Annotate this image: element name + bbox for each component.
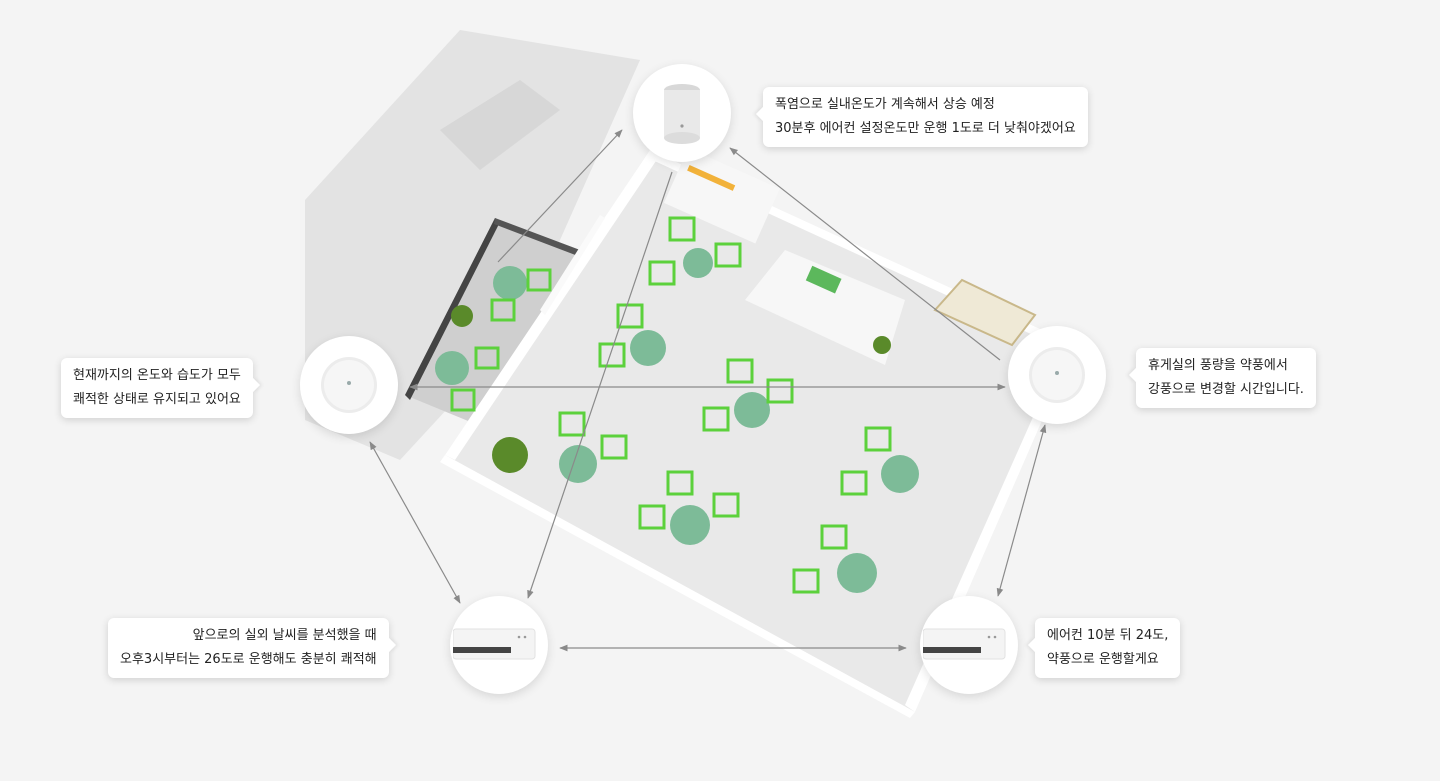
message-line: 폭염으로 실내온도가 계속해서 상승 예정 [775, 97, 995, 112]
message-line: 앞으로의 실외 날씨를 분석했을 때 [192, 628, 377, 643]
message-bubble-left: 현재까지의 온도와 습도가 모두 쾌적한 상태로 유지되고 있어요 [61, 358, 253, 418]
wall-ac-right-node[interactable] [920, 596, 1018, 694]
message-bubble-top: 폭염으로 실내온도가 계속해서 상승 예정 30분후 에어컨 설정온도만 운행 … [763, 87, 1088, 147]
message-bubble-bottom-left: 앞으로의 실외 날씨를 분석했을 때 오후3시부터는 26도로 운행해도 충분히… [108, 618, 389, 678]
message-line: 휴게실의 풍량을 약풍에서 [1148, 358, 1288, 373]
ceiling-sensor-right-node[interactable] [1008, 326, 1106, 424]
connector-lines [369, 129, 1047, 652]
message-line: 에어컨 10분 뒤 24도, [1047, 628, 1169, 643]
wall-air-conditioner-icon [453, 628, 536, 660]
wall-air-conditioner-icon [923, 628, 1006, 660]
air-purifier-icon [664, 84, 700, 144]
message-line: 현재까지의 온도와 습도가 모두 [73, 368, 241, 383]
plants [451, 305, 891, 473]
ceiling-sensor-left-node[interactable] [300, 336, 398, 434]
message-line: 강풍으로 변경할 시간입니다. [1148, 382, 1304, 397]
main-building [440, 148, 1075, 718]
wall-ac-left-node[interactable] [450, 596, 548, 694]
air-purifier-node[interactable] [633, 64, 731, 162]
message-line: 쾌적한 상태로 유지되고 있어요 [73, 392, 241, 407]
building-shadow [305, 30, 640, 460]
message-line: 약풍으로 운행할게요 [1047, 652, 1159, 667]
message-bubble-bottom-right: 에어컨 10분 뒤 24도, 약풍으로 운행할게요 [1035, 618, 1181, 678]
ceiling-sensor-icon [1029, 347, 1085, 403]
message-bubble-right: 휴게실의 풍량을 약풍에서 강풍으로 변경할 시간입니다. [1136, 348, 1316, 408]
message-line: 30분후 에어컨 설정온도만 운행 1도로 더 낮춰야겠어요 [775, 121, 1076, 136]
ceiling-sensor-icon [321, 357, 377, 413]
message-line: 오후3시부터는 26도로 운행해도 충분히 쾌적해 [120, 652, 377, 667]
